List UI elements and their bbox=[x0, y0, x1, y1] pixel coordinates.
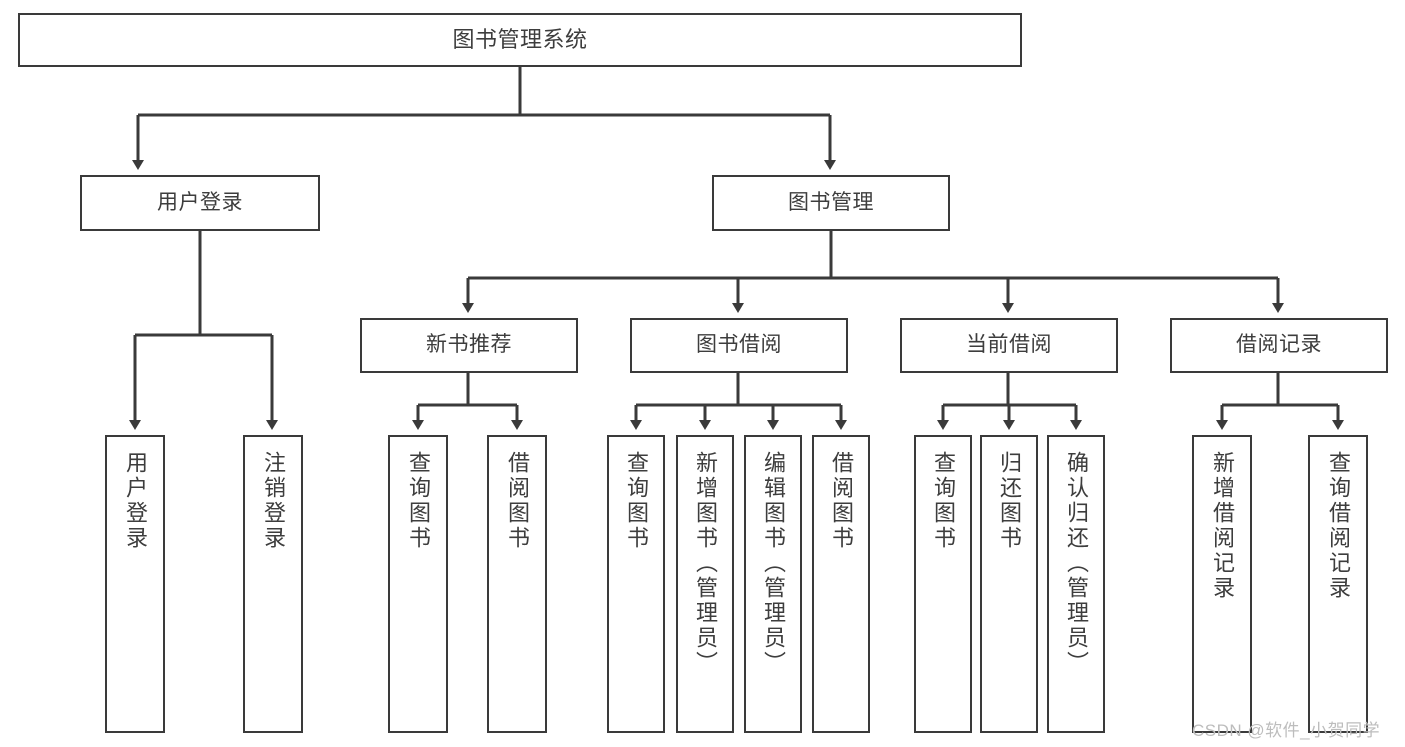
node-leaf-add-borrow-record[interactable]: 新增借阅记录 bbox=[1192, 435, 1252, 733]
node-book-borrow[interactable]: 图书借阅 bbox=[630, 318, 848, 373]
watermark: CSDN @软件_小贺同学 bbox=[1192, 721, 1381, 740]
node-leaf-query-borrow-record[interactable]: 查询借阅记录 bbox=[1308, 435, 1368, 733]
node-leaf-query-book-1[interactable]: 查询图书 bbox=[388, 435, 448, 733]
node-borrow-record-label: 借阅记录 bbox=[1236, 333, 1322, 357]
node-leaf-borrow-book-2-label: 借阅图书 bbox=[828, 451, 854, 551]
node-user-login-label: 用户登录 bbox=[157, 190, 243, 214]
node-borrow-record[interactable]: 借阅记录 bbox=[1170, 318, 1388, 373]
node-leaf-return-book[interactable]: 归还图书 bbox=[980, 435, 1038, 733]
node-leaf-confirm-return[interactable]: 确认归还（管理员） bbox=[1047, 435, 1105, 733]
node-leaf-add-borrow-record-label: 新增借阅记录 bbox=[1209, 451, 1235, 601]
node-leaf-confirm-return-label: 确认归还（管理员） bbox=[1063, 451, 1089, 676]
node-user-login[interactable]: 用户登录 bbox=[80, 175, 320, 231]
node-leaf-edit-book[interactable]: 编辑图书（管理员） bbox=[744, 435, 802, 733]
node-leaf-add-book[interactable]: 新增图书（管理员） bbox=[676, 435, 734, 733]
node-book-management[interactable]: 图书管理 bbox=[712, 175, 950, 231]
node-leaf-query-book-1-label: 查询图书 bbox=[405, 451, 431, 551]
node-leaf-query-borrow-record-label: 查询借阅记录 bbox=[1325, 451, 1351, 601]
node-leaf-user-login-label: 用户登录 bbox=[122, 451, 148, 551]
node-leaf-borrow-book-1[interactable]: 借阅图书 bbox=[487, 435, 547, 733]
node-leaf-query-book-2[interactable]: 查询图书 bbox=[607, 435, 665, 733]
node-leaf-query-book-3-label: 查询图书 bbox=[930, 451, 956, 551]
node-root[interactable]: 图书管理系统 bbox=[18, 13, 1022, 67]
node-book-borrow-label: 图书借阅 bbox=[696, 333, 782, 357]
node-leaf-edit-book-label: 编辑图书（管理员） bbox=[760, 451, 786, 676]
node-leaf-borrow-book-2[interactable]: 借阅图书 bbox=[812, 435, 870, 733]
node-root-label: 图书管理系统 bbox=[452, 27, 588, 53]
node-leaf-user-login[interactable]: 用户登录 bbox=[105, 435, 165, 733]
node-leaf-add-book-label: 新增图书（管理员） bbox=[692, 451, 718, 676]
node-leaf-query-book-2-label: 查询图书 bbox=[623, 451, 649, 551]
node-leaf-return-book-label: 归还图书 bbox=[996, 451, 1022, 551]
node-book-management-label: 图书管理 bbox=[788, 190, 874, 214]
node-leaf-user-logout[interactable]: 注销登录 bbox=[243, 435, 303, 733]
node-leaf-query-book-3[interactable]: 查询图书 bbox=[914, 435, 972, 733]
node-leaf-user-logout-label: 注销登录 bbox=[260, 451, 286, 551]
node-leaf-borrow-book-1-label: 借阅图书 bbox=[504, 451, 530, 551]
node-current-borrow-label: 当前借阅 bbox=[966, 333, 1052, 357]
node-new-book-recommend-label: 新书推荐 bbox=[426, 333, 512, 357]
node-current-borrow[interactable]: 当前借阅 bbox=[900, 318, 1118, 373]
node-new-book-recommend[interactable]: 新书推荐 bbox=[360, 318, 578, 373]
